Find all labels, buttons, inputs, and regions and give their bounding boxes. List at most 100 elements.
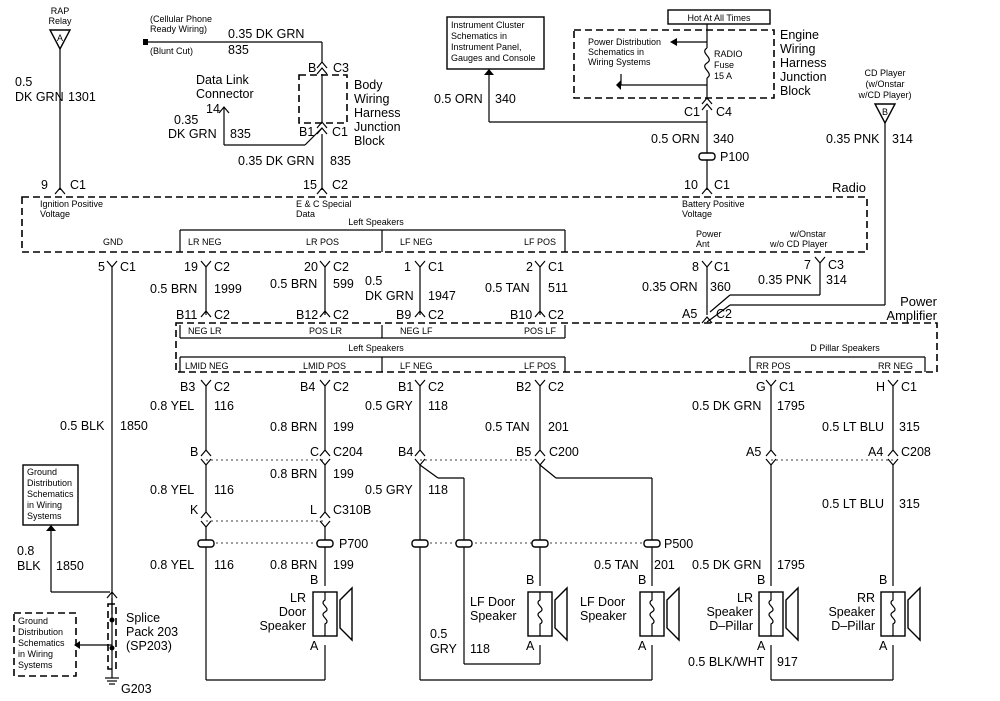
conn-c208-a4: A4: [868, 445, 883, 459]
radio-ec-1: E & C Special: [296, 199, 352, 209]
amp-lmid-neg: LMID NEG: [185, 361, 229, 371]
ground-top-line-1: Ground: [27, 467, 57, 477]
radio-wire-7: 0.35 PNK: [758, 273, 812, 287]
rr-dp-label-2: Speaker: [828, 605, 875, 619]
dlc-wire-gauge: 0.35: [174, 113, 198, 127]
radio-power-1: Power: [696, 229, 722, 239]
bwhjb-title-2: Wiring: [354, 92, 389, 106]
lr-door-label-3: Speaker: [259, 619, 306, 633]
engine-c1: C1: [684, 105, 700, 119]
mid-wire-brn: 0.8 BRN: [270, 467, 317, 481]
amp-box: [175, 322, 938, 373]
amp-title-1: Power: [900, 294, 938, 309]
radio-gnd-wire-label: 0.5 BLK: [60, 419, 105, 433]
cell-phone-line-2: Ready Wiring): [150, 24, 207, 34]
relay-wire-gauge: 0.5: [15, 75, 32, 89]
engine-title-2: Wiring: [780, 42, 815, 56]
cd-player: CD Player (w/Onstar w/CD Player) B 0.35 …: [706, 68, 913, 323]
ground-top-line-2: Distribution: [27, 478, 72, 488]
radio-pin-2: 2: [526, 260, 533, 274]
bwhjb-circuit-out: 835: [330, 154, 351, 168]
radio-wire-2: 0.5 TAN: [485, 281, 530, 295]
mid-circuit-ltblu: 315: [899, 497, 920, 511]
ground-top-box: [22, 464, 79, 526]
radio-pin-19: 19: [184, 260, 198, 274]
lr-dp-speaker-cone-icon: [785, 586, 799, 642]
radio-pin-7-conn: C3: [828, 258, 844, 272]
lr-door-coil: [322, 592, 328, 636]
mid-wire-ltblu: 0.5 LT BLU: [822, 497, 884, 511]
amp-circuit-b2: 201: [548, 420, 569, 434]
amp-pin-b2-conn: C2: [548, 380, 564, 394]
ground-top-line-5: Systems: [27, 511, 62, 521]
inst-cluster-line-2: Schematics in: [451, 31, 507, 41]
ground-bottom-line-2: Distribution: [18, 627, 63, 637]
dlc-title-2: Connector: [196, 87, 254, 101]
lf-door-2-pin-b: B: [638, 573, 646, 587]
radio-lf-neg: LF NEG: [400, 237, 433, 247]
fuse-label-2: Fuse: [714, 60, 734, 70]
lr-door-pin-b: B: [310, 573, 318, 587]
amp-pin-b1-conn: C2: [428, 380, 444, 394]
lr-dp-label-3: D–Pillar: [709, 619, 753, 633]
engine-c4: C4: [716, 105, 732, 119]
amp-rr-pos: RR POS: [756, 361, 791, 371]
amp-wire-b3: 0.8 YEL: [150, 399, 194, 413]
amp-pin-b2: B2: [516, 380, 531, 394]
relay-triangle: [48, 29, 72, 51]
ground-bottom-line-1: Ground: [18, 616, 48, 626]
radio-wire-1-color: DK GRN: [365, 289, 414, 303]
engine-junction-block: Hot At All Times Power Distribution Sche…: [573, 9, 827, 195]
ground-top-wire-color: BLK: [17, 559, 41, 573]
inst-cluster-wire: 0.5 ORN: [434, 92, 483, 106]
amp-pin-b4-conn: C2: [333, 380, 349, 394]
amp-circuit-g: 1795: [777, 399, 805, 413]
amp-wire-b1: 0.5 GRY: [365, 399, 413, 413]
radio-bat-2: Voltage: [682, 209, 712, 219]
ground-top-wire-gauge: 0.8: [17, 544, 34, 558]
bwhjb-c3: C3: [333, 61, 349, 75]
conn-c200-b5: B5: [516, 445, 531, 459]
low-circuit-blkwht: 917: [777, 655, 798, 669]
lf-door-2-label-1: LF Door: [580, 595, 625, 609]
relay-letter: A: [57, 33, 63, 43]
amp-circuit-b4: 199: [333, 420, 354, 434]
engine-pd-line-1: Power Distribution: [588, 37, 661, 47]
low-wire-yel: 0.8 YEL: [150, 558, 194, 572]
ground-top-line-3: Schematics: [27, 489, 74, 499]
engine-title-3: Harness: [780, 56, 827, 70]
radio-pin-19-conn: C2: [214, 260, 230, 274]
radio-ec-2: Data: [296, 209, 315, 219]
instrument-cluster-ref: Instrument Cluster Schematics in Instrum…: [434, 16, 707, 123]
bwhjb-c1: C1: [332, 125, 348, 139]
radio-gnd: GND: [103, 237, 124, 247]
amp-neg-lr: NEG LR: [188, 326, 222, 336]
rr-dp-label-3: D–Pillar: [831, 619, 875, 633]
bwhjb-title-1: Body: [354, 78, 383, 92]
conn-c204-c: C: [310, 445, 319, 459]
engine-title-5: Block: [780, 84, 811, 98]
amp-pos-lr: POS LR: [309, 326, 343, 336]
amp-title-2: Amplifier: [886, 308, 937, 323]
conn-c200-b4: B4: [398, 445, 413, 459]
bwhjb-pin-b1: B1: [299, 125, 314, 139]
amp-left-speakers: Left Speakers: [348, 343, 404, 353]
radio-onstar-2: w/o CD Player: [769, 239, 828, 249]
radio-lr-pos: LR POS: [306, 237, 339, 247]
splice-p500-d: [643, 539, 661, 548]
radio-ign-2: Voltage: [40, 209, 70, 219]
dlc-title-1: Data Link: [196, 73, 250, 87]
relay-wire-color: DK GRN: [15, 90, 64, 104]
low-circuit-brn: 199: [333, 558, 354, 572]
amp-circuit-b1: 118: [428, 399, 448, 413]
radio-fuse: [704, 47, 710, 79]
mid-circuit-yel: 116: [214, 483, 234, 497]
amp-pin-b12: B12: [296, 308, 318, 322]
bwhjb-pin-b: B: [308, 61, 316, 75]
relay-title-1: RAP: [51, 6, 70, 16]
engine-wire: 0.5 ORN: [651, 132, 700, 146]
lr-dp-label-2: Speaker: [706, 605, 753, 619]
amp-circuit-b3: 116: [214, 399, 234, 413]
radio-pin-2-conn: C1: [548, 260, 564, 274]
amp-pin-g-conn: C1: [779, 380, 795, 394]
